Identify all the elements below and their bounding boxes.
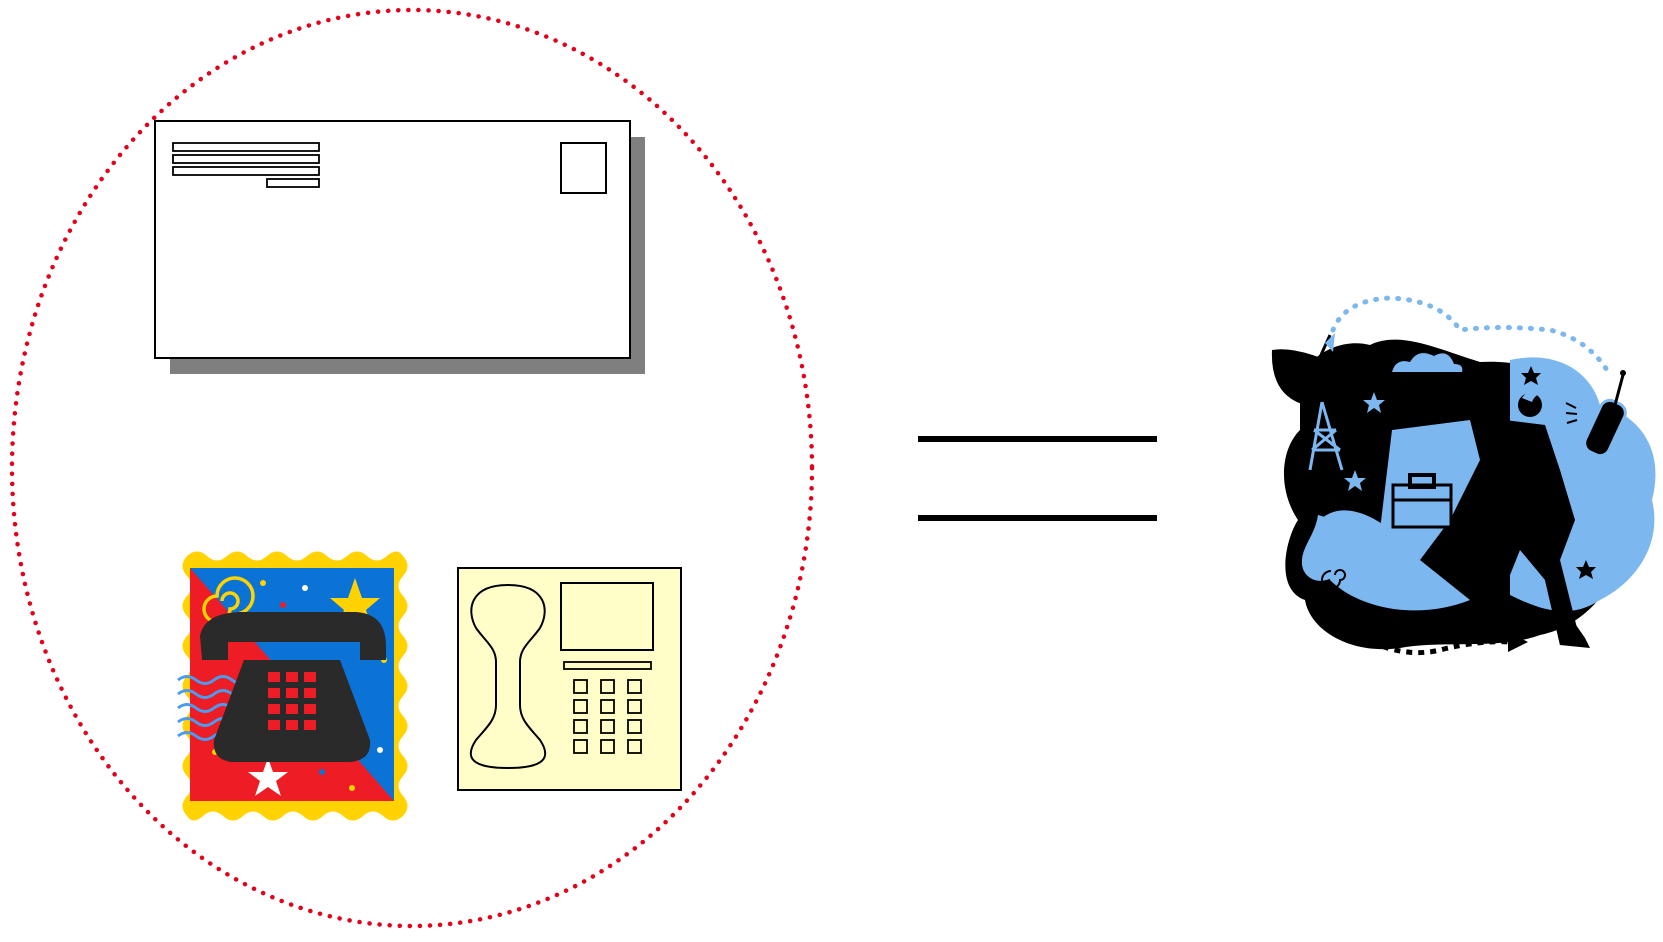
envelope-icon — [155, 121, 645, 374]
equals-sign-icon — [918, 439, 1157, 518]
telephone-postage-stamp-icon — [178, 552, 408, 821]
mobile-communications-businessman-icon — [1272, 298, 1656, 653]
desk-telephone-icon — [458, 568, 681, 790]
